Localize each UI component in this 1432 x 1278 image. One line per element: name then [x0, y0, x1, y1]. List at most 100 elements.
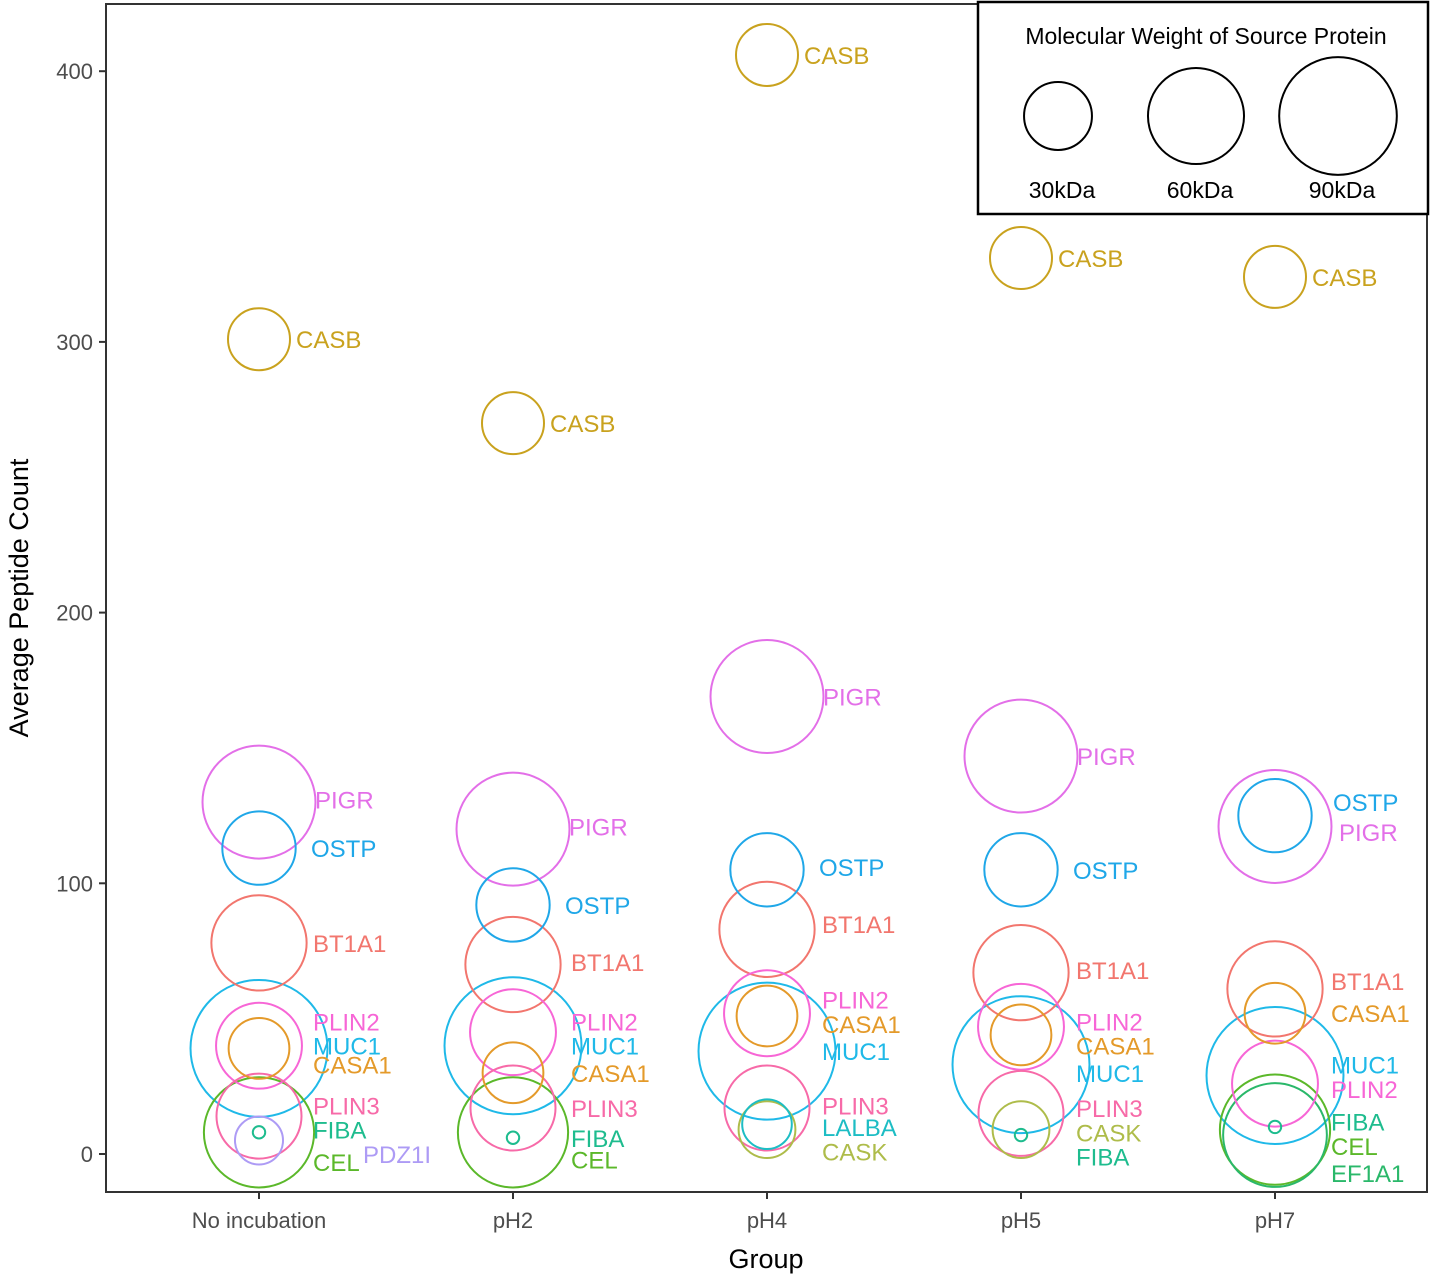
bubble-casb — [735, 22, 799, 87]
bubble-bt1a1 — [972, 924, 1070, 1022]
point-label-fiba: FIBA — [313, 1118, 366, 1145]
point-label-fiba: FIBA — [1076, 1145, 1129, 1172]
bubble-pigr — [201, 744, 317, 860]
legend-label: 60kDa — [1167, 177, 1234, 203]
point-label-pdz1i: PDZ1I — [363, 1142, 431, 1169]
point-label-pigr: PIGR — [569, 814, 628, 841]
bubble-bt1a1 — [1226, 940, 1324, 1038]
bubble-muc1 — [443, 976, 583, 1116]
point-label-plin2: PLIN2 — [1076, 1009, 1143, 1036]
bubble-plin3 — [723, 1064, 811, 1152]
bubble-casb — [989, 225, 1053, 290]
x-tick-label: pH2 — [493, 1208, 533, 1233]
point-label-casa1: CASA1 — [571, 1061, 650, 1088]
point-label-cel: CEL — [1331, 1134, 1378, 1161]
point-label-plin2: PLIN2 — [313, 1009, 380, 1036]
bubble-plin2 — [469, 988, 557, 1077]
bubble-cask — [991, 1100, 1051, 1160]
bubble-cel — [456, 1076, 570, 1189]
bubble-plin3 — [469, 1064, 557, 1152]
y-tick-label: 100 — [56, 871, 93, 896]
point-label-cel: CEL — [313, 1150, 360, 1177]
bubble-ostp — [983, 832, 1059, 908]
point-label-casa1: CASA1 — [313, 1053, 392, 1080]
point-label-plin3: PLIN3 — [1076, 1096, 1143, 1123]
bubble-ostp — [475, 867, 551, 943]
bubble-casb — [481, 391, 545, 456]
x-axis-title: Group — [728, 1244, 803, 1274]
point-label-plin2: PLIN2 — [1331, 1077, 1398, 1104]
point-label-plin3: PLIN3 — [313, 1093, 380, 1120]
bubble-casb — [227, 307, 291, 372]
point-label-ostp: OSTP — [311, 836, 376, 863]
point-label-bt1a1: BT1A1 — [571, 950, 644, 977]
point-label-muc1: MUC1 — [571, 1034, 639, 1061]
bubble-plin3 — [977, 1069, 1065, 1157]
point-label-bt1a1: BT1A1 — [1331, 969, 1404, 996]
point-label-bt1a1: BT1A1 — [313, 931, 386, 958]
y-tick-label: 0 — [81, 1142, 93, 1167]
point-label-casb: CASB — [1058, 246, 1123, 273]
bubble-bt1a1 — [718, 880, 816, 978]
y-axis-title: Average Peptide Count — [4, 458, 34, 737]
point-label-casa1: CASA1 — [822, 1012, 901, 1039]
bubble-fiba — [505, 1130, 521, 1145]
point-label-cask: CASK — [1076, 1120, 1141, 1147]
point-label-pigr: PIGR — [1339, 820, 1398, 847]
point-label-cel: CEL — [571, 1147, 618, 1174]
point-label-ef1a1: EF1A1 — [1331, 1161, 1404, 1188]
legend-box — [976, 0, 1430, 216]
point-label-muc1: MUC1 — [822, 1039, 890, 1066]
point-label-casb: CASB — [550, 411, 615, 438]
bubbles-layer — [189, 22, 1345, 1189]
bubble-muc1 — [951, 995, 1091, 1135]
bubble-cel — [202, 1076, 316, 1189]
point-label-muc1: MUC1 — [1331, 1053, 1399, 1080]
point-label-casb: CASB — [804, 43, 869, 70]
point-label-muc1: MUC1 — [1076, 1061, 1144, 1088]
point-label-plin2: PLIN2 — [822, 988, 889, 1015]
point-label-casb: CASB — [296, 327, 361, 354]
bubble-ostp — [729, 832, 805, 908]
point-label-plin3: PLIN3 — [571, 1096, 638, 1123]
x-tick-label: pH4 — [747, 1208, 787, 1233]
point-label-bt1a1: BT1A1 — [1076, 958, 1149, 985]
legend-circle-60kda — [1146, 66, 1246, 166]
legend-entries: 30kDa 60kDa 90kDa — [1023, 56, 1398, 203]
point-label-fiba: FIBA — [1331, 1110, 1384, 1137]
bubble-ostp — [221, 810, 297, 886]
bubble-casa1 — [1243, 981, 1307, 1045]
point-label-casb: CASB — [1312, 265, 1377, 292]
bubble-cel — [1218, 1073, 1332, 1186]
point-label-bt1a1: BT1A1 — [822, 912, 895, 939]
point-label-pigr: PIGR — [823, 685, 882, 712]
point-label-lalba: LALBA — [822, 1115, 897, 1142]
point-label-plin3: PLIN3 — [822, 1093, 889, 1120]
bubble-pigr — [963, 698, 1079, 814]
legend-circle-90kda — [1278, 56, 1398, 176]
bubble-pdz1i — [233, 1115, 285, 1166]
bubble-plin2 — [1231, 1039, 1319, 1128]
bubble-pigr — [1217, 768, 1333, 884]
legend-label: 30kDa — [1029, 177, 1096, 203]
y-tick-label: 300 — [56, 330, 93, 355]
legend-circle-30kda — [1023, 81, 1093, 151]
point-label-plin2: PLIN2 — [571, 1009, 638, 1036]
point-label-ostp: OSTP — [819, 855, 884, 882]
bubble-muc1 — [1205, 1006, 1345, 1145]
legend-label: 90kDa — [1309, 177, 1376, 203]
point-label-pigr: PIGR — [315, 787, 374, 814]
bubble-fiba — [1267, 1119, 1283, 1135]
bubble-plin2 — [977, 982, 1065, 1071]
bubble-plin2 — [215, 1001, 303, 1090]
legend-title: Molecular Weight of Source Protein — [1025, 23, 1386, 49]
bubble-pigr — [455, 771, 571, 887]
y-tick-label: 200 — [56, 601, 93, 626]
point-label-fiba: FIBA — [571, 1126, 624, 1153]
point-label-pigr: PIGR — [1077, 744, 1136, 771]
x-tick-label: pH7 — [1255, 1208, 1295, 1233]
bubble-fiba — [1013, 1127, 1029, 1143]
point-label-cask: CASK — [822, 1139, 887, 1166]
